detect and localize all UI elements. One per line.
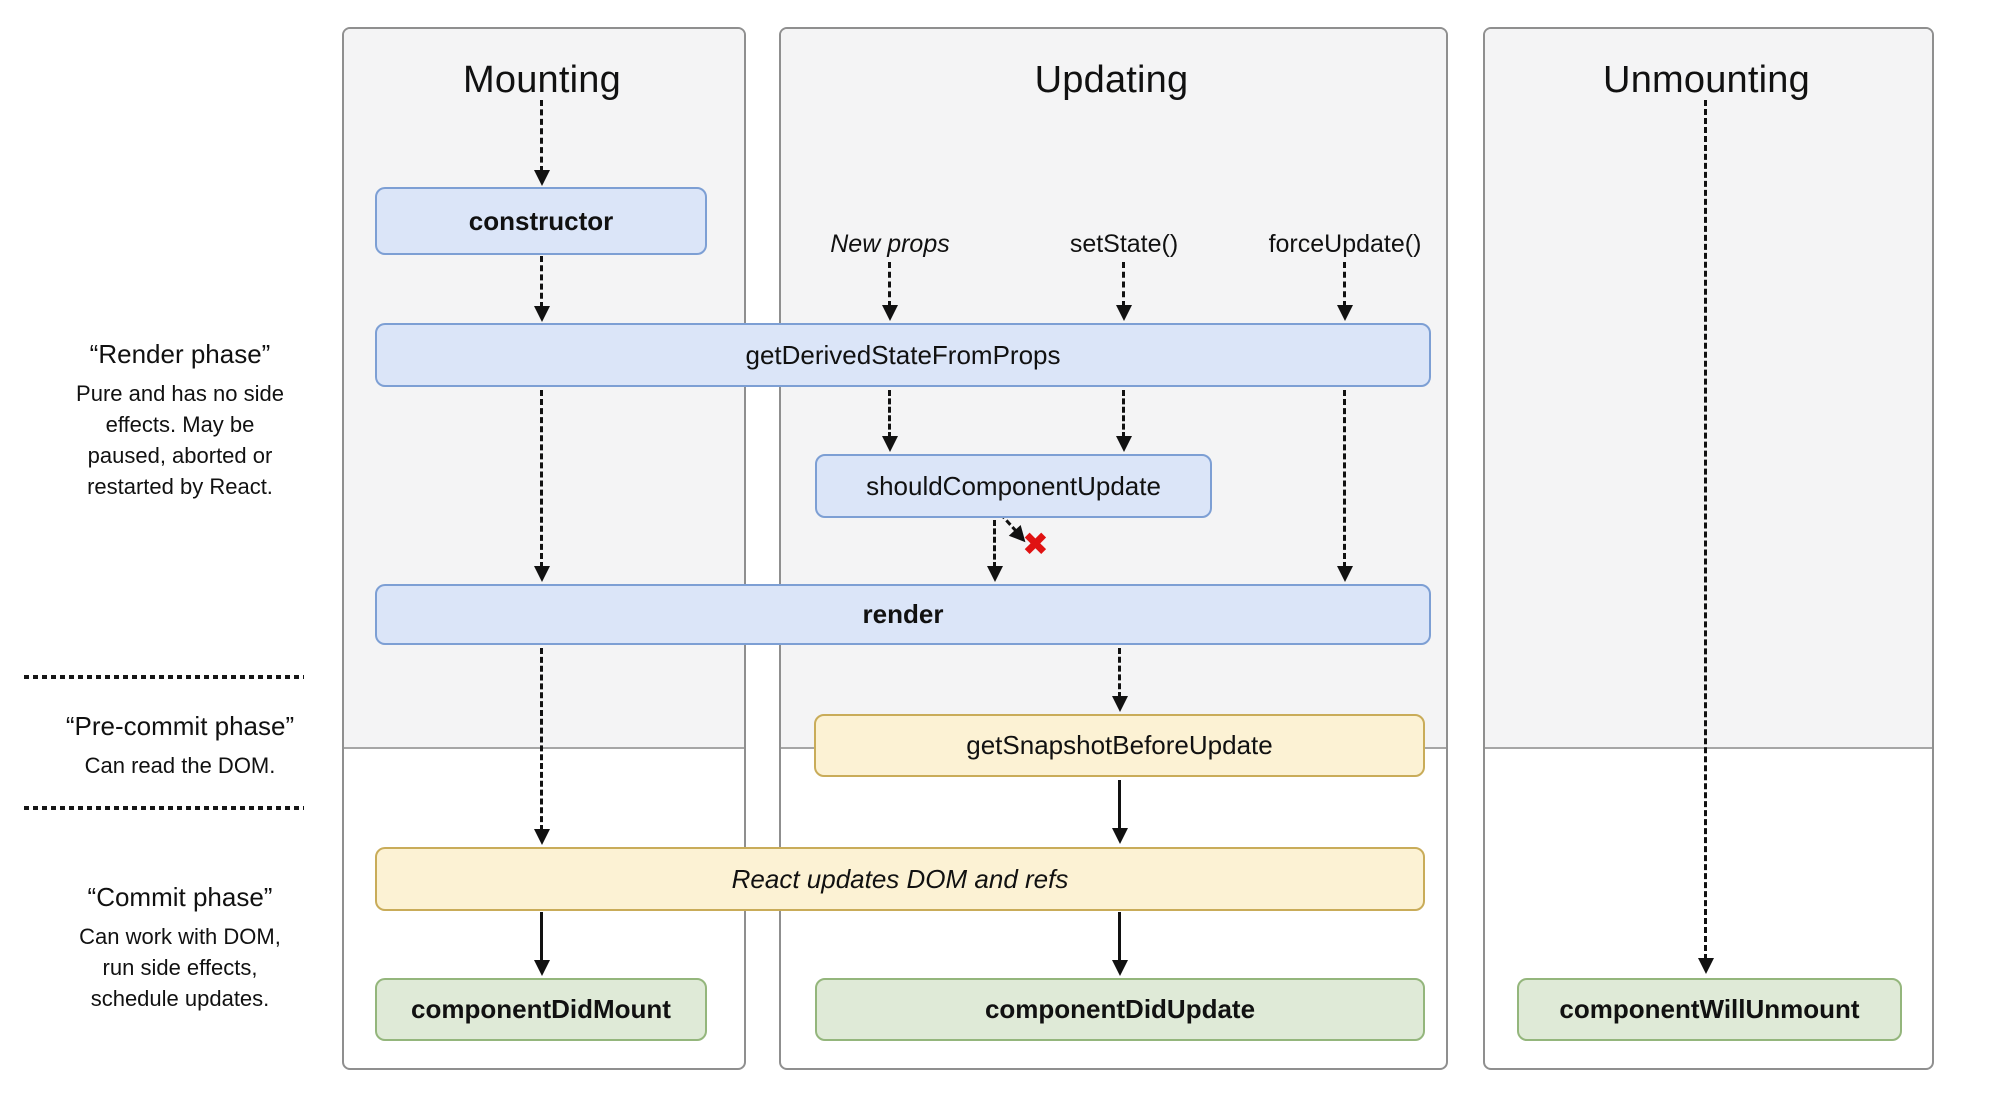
phase-label-commit: “Commit phase” Can work with DOM, run si…	[20, 880, 340, 1014]
arrow-gdsfp-to-scu-left	[882, 390, 898, 452]
arrow-set-state-to-gdsfp	[1116, 262, 1132, 321]
phase-pre-commit-desc: Can read the DOM.	[84, 753, 276, 778]
arrow-constructor-to-gdsfp	[534, 256, 550, 322]
phase-label-render: “Render phase” Pure and has no side effe…	[20, 337, 340, 502]
divider-dotted-lower	[24, 806, 304, 810]
arrow-react-updates-to-did-update	[1112, 912, 1128, 976]
arrow-gsbu-to-react-updates	[1112, 780, 1128, 844]
arrow-new-props-to-gdsfp	[882, 262, 898, 321]
phase-label-pre-commit: “Pre-commit phase” Can read the DOM.	[20, 709, 340, 781]
box-should-component-update: shouldComponentUpdate	[815, 454, 1212, 518]
box-render: render	[375, 584, 1431, 645]
phase-render-title: “Render phase”	[89, 339, 271, 369]
box-component-did-update: componentDidUpdate	[815, 978, 1425, 1041]
box-react-updates-dom: React updates DOM and refs	[375, 847, 1425, 911]
phase-commit-title: “Commit phase”	[87, 882, 273, 912]
phase-commit-desc: Can work with DOM, run side effects, sch…	[79, 924, 281, 1011]
column-title-unmounting: Unmounting	[1603, 59, 1810, 101]
divider-dotted-upper	[24, 675, 304, 679]
arrow-gdsfp-to-scu-right	[1116, 390, 1132, 452]
panel-unmounting	[1483, 27, 1934, 1070]
column-title-mounting: Mounting	[463, 59, 621, 101]
box-component-will-unmount: componentWillUnmount	[1517, 978, 1902, 1041]
arrow-render-to-gsbu	[1112, 648, 1128, 712]
arrow-force-update-to-gdsfp	[1337, 262, 1353, 321]
arrow-mounting-title-to-constructor	[534, 100, 550, 186]
arrow-unmounting-to-will-unmount	[1698, 100, 1714, 974]
trigger-new-props: New props	[830, 230, 950, 258]
phase-render-desc: Pure and has no side effects. May be pau…	[76, 381, 284, 499]
box-component-did-mount: componentDidMount	[375, 978, 707, 1041]
box-get-snapshot-before-update: getSnapshotBeforeUpdate	[814, 714, 1425, 777]
trigger-set-state: setState()	[1069, 230, 1179, 258]
arrow-force-update-to-render	[1337, 390, 1353, 582]
box-constructor: constructor	[375, 187, 707, 255]
trigger-force-update: forceUpdate()	[1268, 230, 1422, 258]
arrow-scu-to-render	[987, 520, 1003, 582]
column-title-updating: Updating	[1034, 59, 1189, 101]
arrow-render-to-react-updates	[534, 648, 550, 845]
arrow-react-updates-to-did-mount	[534, 912, 550, 976]
box-get-derived-state-from-props: getDerivedStateFromProps	[375, 323, 1431, 387]
render-phase-shade-unmounting	[1485, 29, 1932, 749]
phase-pre-commit-title: “Pre-commit phase”	[65, 711, 295, 741]
arrow-gdsfp-to-render-mounting	[534, 390, 550, 582]
cancel-icon: ✖	[1022, 525, 1049, 563]
